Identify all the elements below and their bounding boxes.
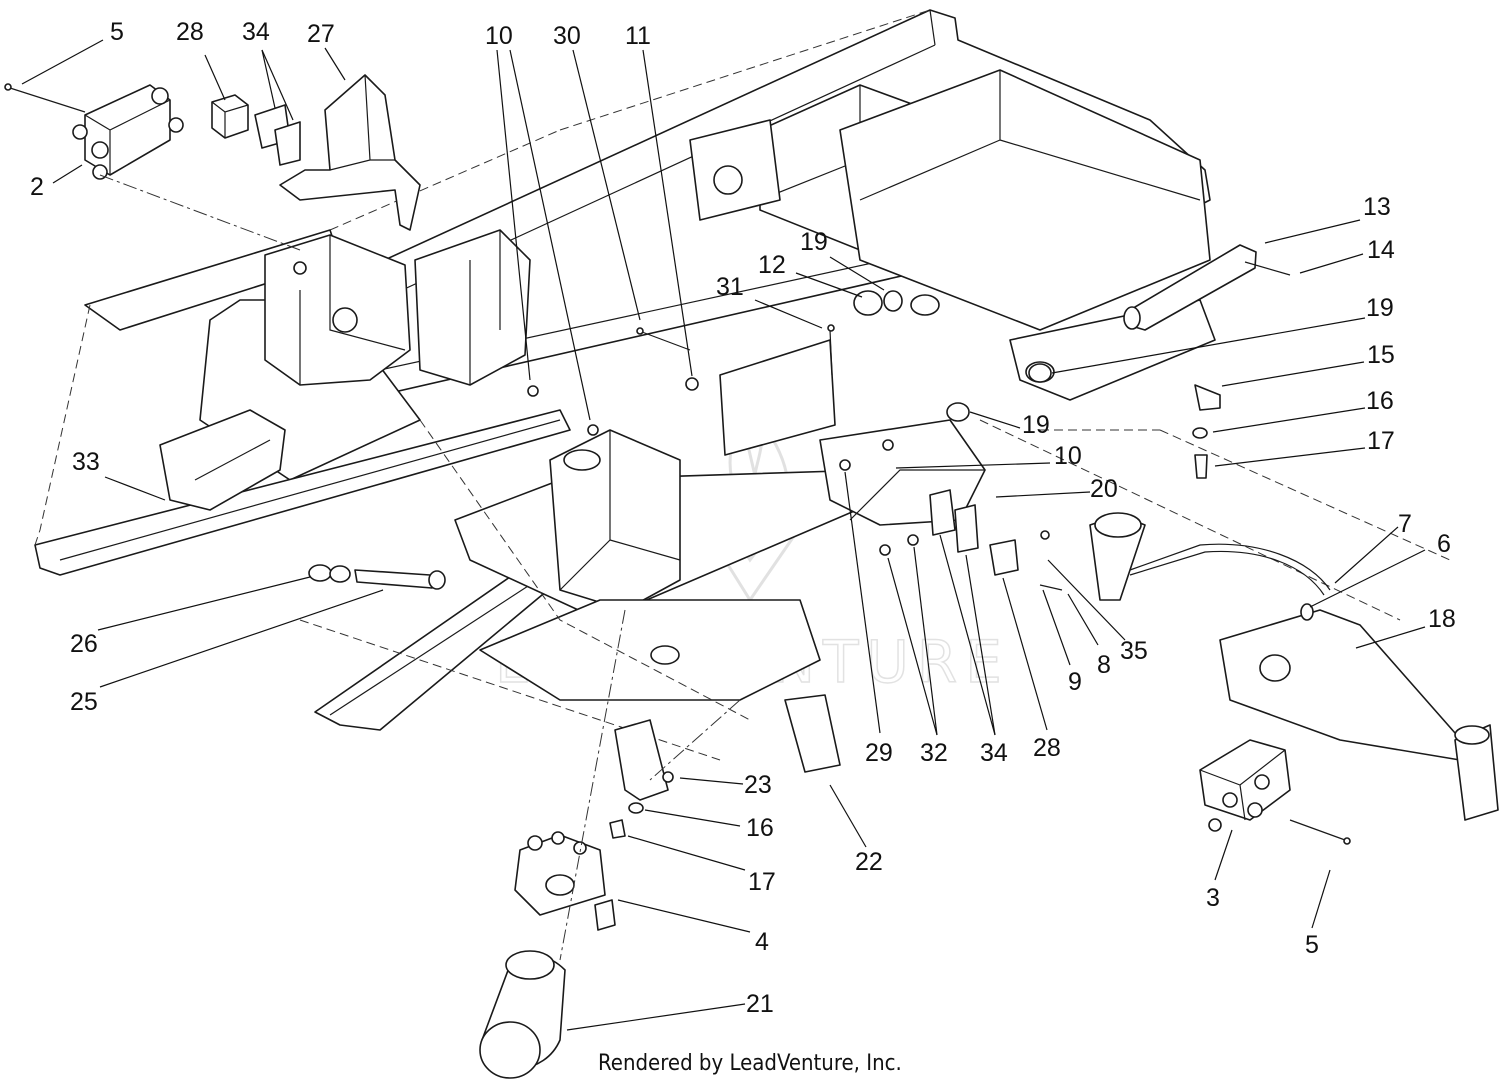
callout-19-upper: 19 bbox=[800, 228, 828, 256]
callout-21: 21 bbox=[746, 990, 774, 1018]
callout-19-mid: 19 bbox=[1022, 411, 1050, 439]
bracket-23-hardware bbox=[609, 719, 674, 839]
callout-18: 18 bbox=[1428, 605, 1456, 633]
callout-6: 6 bbox=[1437, 530, 1451, 558]
callout-labels: 5 28 34 27 10 30 11 2 13 14 19 12 31 19 … bbox=[30, 18, 1456, 1018]
callout-32: 32 bbox=[920, 739, 948, 767]
callout-14: 14 bbox=[1367, 236, 1395, 264]
callout-28-lower: 28 bbox=[1033, 734, 1061, 762]
bolt-5-upper bbox=[4, 83, 86, 113]
callout-5-lower: 5 bbox=[1305, 931, 1319, 959]
bolt-30 bbox=[636, 327, 699, 391]
nut-10-b bbox=[587, 424, 599, 436]
callout-11: 11 bbox=[625, 22, 651, 50]
nut-12-washers-19 bbox=[853, 290, 1052, 422]
main-frame bbox=[34, 9, 1451, 761]
callout-20: 20 bbox=[1090, 475, 1118, 503]
callout-16-right: 16 bbox=[1366, 387, 1394, 415]
callout-2: 2 bbox=[30, 173, 44, 201]
callout-30: 30 bbox=[553, 22, 581, 50]
callout-23: 23 bbox=[744, 771, 772, 799]
callout-22: 22 bbox=[855, 848, 883, 876]
callout-29: 29 bbox=[865, 739, 893, 767]
callout-10-upper: 10 bbox=[485, 22, 513, 50]
axle-13-pin-14 bbox=[1123, 244, 1291, 331]
callout-27: 27 bbox=[307, 20, 335, 48]
nut-10-a bbox=[527, 385, 539, 397]
bumper-28-upper bbox=[211, 94, 301, 166]
callout-16-lower: 16 bbox=[746, 814, 774, 842]
callout-13: 13 bbox=[1363, 193, 1391, 221]
callout-5-upper: 5 bbox=[110, 18, 124, 46]
hydraulic-line-7 bbox=[1129, 543, 1331, 621]
plate-20-bumper-28-lower bbox=[839, 459, 1063, 591]
callout-10-right: 10 bbox=[1054, 442, 1082, 470]
valve-block-3 bbox=[1199, 739, 1291, 832]
callout-33: 33 bbox=[72, 448, 100, 476]
callout-15: 15 bbox=[1367, 341, 1395, 369]
bracket-27 bbox=[279, 74, 421, 231]
callout-9: 9 bbox=[1068, 668, 1082, 696]
callout-3: 3 bbox=[1206, 884, 1220, 912]
rod-25-nuts-26 bbox=[308, 564, 446, 590]
callout-4: 4 bbox=[755, 928, 769, 956]
callout-35: 35 bbox=[1120, 637, 1148, 665]
callout-25: 25 bbox=[70, 688, 98, 716]
callout-31: 31 bbox=[716, 273, 744, 301]
leader-lines bbox=[21, 39, 1426, 1031]
callout-17-right: 17 bbox=[1367, 427, 1395, 455]
callout-34-lower: 34 bbox=[980, 739, 1008, 767]
arm-18 bbox=[1089, 512, 1499, 821]
plate-15-hardware bbox=[1192, 384, 1221, 479]
callout-17-lower: 17 bbox=[748, 868, 776, 896]
callout-26: 26 bbox=[70, 630, 98, 658]
plate-31 bbox=[719, 324, 836, 456]
callout-28-upper: 28 bbox=[176, 18, 204, 46]
callout-7: 7 bbox=[1398, 510, 1412, 538]
callout-8: 8 bbox=[1097, 651, 1111, 679]
bolt-5-lower bbox=[1289, 819, 1351, 845]
callout-12: 12 bbox=[758, 251, 786, 279]
credit-text: Rendered by LeadVenture, Inc. bbox=[598, 1051, 902, 1076]
oil-filter-21 bbox=[479, 950, 566, 1079]
callout-34-upper: 34 bbox=[242, 18, 270, 46]
valve-block-2 bbox=[72, 84, 184, 180]
filter-head-4 bbox=[514, 831, 616, 931]
callout-19-right: 19 bbox=[1366, 294, 1394, 322]
plate-22 bbox=[784, 694, 841, 773]
